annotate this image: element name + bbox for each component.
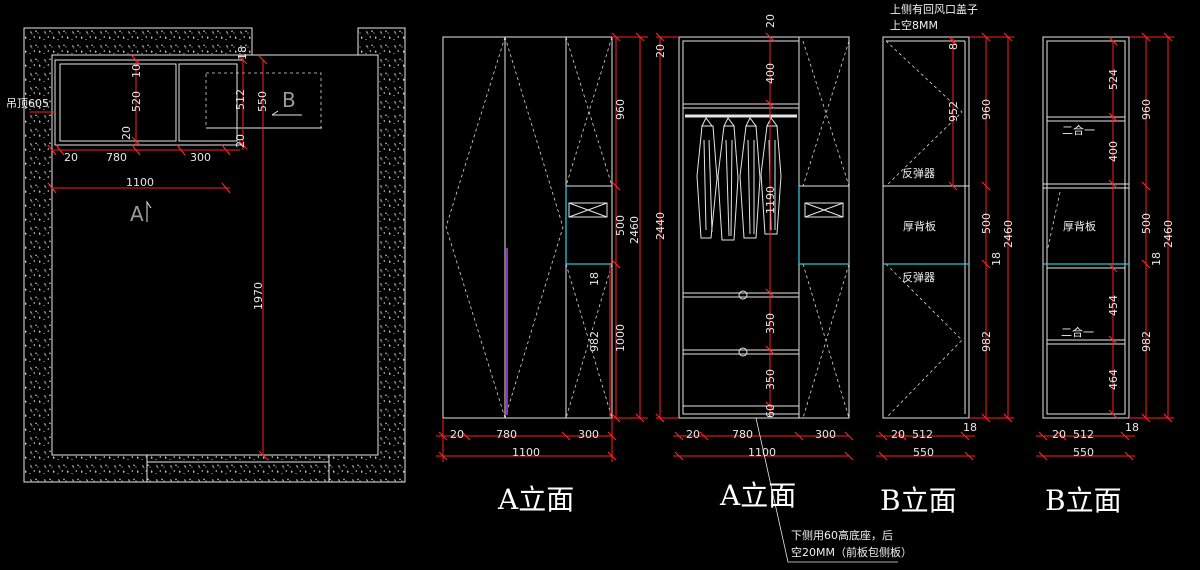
plan-dim-550: 550: [256, 91, 269, 112]
plan-dim-20: 20: [64, 151, 78, 164]
b1-dim-18b: 18: [963, 421, 977, 434]
a2-dim-350b: 350: [764, 369, 777, 390]
a1-dim-982: 982: [588, 331, 601, 352]
elevation-b2: [1036, 32, 1174, 461]
b2-dim-454: 454: [1107, 295, 1120, 316]
b2-label-2in1b: 二合一: [1061, 325, 1094, 339]
elevation-a2: [655, 32, 898, 563]
a1-title: A立面: [497, 483, 574, 516]
b1-dim-550: 550: [913, 446, 934, 459]
a1-dim-300: 300: [578, 428, 599, 441]
a1-dim-1000: 1000: [614, 324, 627, 352]
a2-dim-2440: 2440: [654, 212, 667, 240]
b1-dim-982: 982: [980, 331, 993, 352]
a2-note-line2: 空20MM（前板包侧板）: [791, 545, 912, 559]
b1-dim-512: 512: [912, 428, 933, 441]
plan-dim-1970: 1970: [252, 282, 265, 310]
a2-dim-350a: 350: [764, 313, 777, 334]
a2-dim-780: 780: [732, 428, 753, 441]
b2-dim-982: 982: [1140, 331, 1153, 352]
b1-dim-960: 960: [980, 99, 993, 120]
a1-dim-500: 500: [614, 215, 627, 236]
dashed-reference: [205, 72, 322, 129]
plan-view: 20 780 300 1100 10 520 20 18 512 550 20 …: [6, 27, 406, 483]
b1-dim-500: 500: [980, 213, 993, 234]
plan-dim-512: 512: [234, 89, 247, 110]
room-outline: [51, 54, 379, 456]
b1-title: B立面: [880, 484, 957, 517]
b2-dim-2460: 2460: [1162, 220, 1175, 248]
b1-dim-2460: 2460: [1002, 220, 1015, 248]
b1-dim-8: 8: [947, 43, 960, 50]
b2-dim-464: 464: [1107, 369, 1120, 390]
a2-title: A立面: [719, 479, 796, 512]
plan-dim-300: 300: [190, 151, 211, 164]
b2-dim-960: 960: [1140, 99, 1153, 120]
a2-dim-20b: 20: [686, 428, 700, 441]
b2-dim-18b: 18: [1125, 421, 1139, 434]
a2-dim-1190: 1190: [764, 186, 777, 214]
b1-note-line2: 上空8MM: [890, 18, 938, 32]
b1-note-line1: 上侧有回风口盖子: [890, 2, 978, 16]
a2-note-line1: 下侧用60高底座，后: [791, 528, 893, 542]
hanging-clothes: [696, 117, 782, 241]
a2-dim-20: 20: [654, 44, 667, 58]
elevation-a1-cabinet: [442, 36, 613, 419]
section-mark-a: A: [130, 202, 144, 226]
b2-dim-524: 524: [1107, 69, 1120, 90]
b2-label-2in1a: 二合一: [1062, 123, 1095, 137]
a1-dim-1100: 1100: [512, 446, 540, 459]
b1-dim-952: 952: [947, 101, 960, 122]
b1-label-flip1: 反弹器: [902, 166, 935, 180]
a1-dim-2460: 2460: [628, 216, 641, 244]
a1-dim-960: 960: [614, 99, 627, 120]
a2-dim-300: 300: [815, 428, 836, 441]
elevation-b1: [876, 32, 1014, 461]
door-opening: [146, 454, 330, 483]
plan-dim-18: 18: [236, 46, 249, 60]
section-mark-b: B: [282, 88, 296, 112]
b1-label-back: 厚背板: [903, 219, 936, 233]
elevation-a2-cabinet: [678, 36, 850, 419]
plan-dim-20b: 20: [234, 134, 247, 148]
plan-dim-10: 10: [130, 64, 143, 78]
b2-dim-20: 20: [1052, 428, 1066, 441]
a2-dim-1100: 1100: [748, 446, 776, 459]
view-arrow-b: [271, 110, 302, 116]
b2-dim-500: 500: [1140, 213, 1153, 234]
ceiling-label: 吊顶605: [6, 97, 49, 110]
a2-dim-400: 400: [764, 63, 777, 84]
elevation-a1: [436, 32, 648, 462]
b1-dim-18: 18: [990, 252, 1003, 266]
plan-dim-780: 780: [106, 151, 127, 164]
view-arrow-a: [146, 200, 152, 222]
concrete-wall: [23, 27, 406, 483]
b2-label-back: 厚背板: [1063, 219, 1096, 233]
plan-dim-520: 520: [130, 91, 143, 112]
a1-dim-18: 18: [588, 272, 601, 286]
b1-label-flip2: 反弹器: [902, 270, 935, 284]
plan-dim-20v: 20: [120, 126, 133, 140]
a1-dim-780: 780: [496, 428, 517, 441]
b2-title: B立面: [1045, 484, 1122, 517]
b2-dim-550: 550: [1073, 446, 1094, 459]
b1-dim-20: 20: [891, 428, 905, 441]
b2-dim-400: 400: [1107, 141, 1120, 162]
a1-dim-20: 20: [450, 428, 464, 441]
a2-dim-20top: 20: [764, 14, 777, 28]
a2-dim-60: 60: [764, 404, 777, 418]
elevation-b1-cabinet: [882, 36, 970, 419]
plan-dimension-lines: [30, 55, 268, 460]
b2-dim-18: 18: [1150, 252, 1163, 266]
plan-dim-1100: 1100: [126, 176, 154, 189]
b2-dim-512: 512: [1073, 428, 1094, 441]
